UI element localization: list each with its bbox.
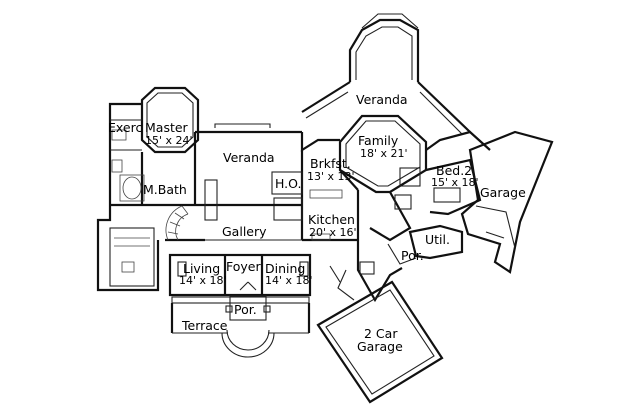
right-wing-walls bbox=[369, 130, 554, 274]
room-label-foyer: Foyer bbox=[226, 259, 261, 274]
room-label-gallery: Gallery bbox=[222, 224, 267, 239]
room-size-bed2: 15' x 18' bbox=[431, 176, 479, 189]
room-label-bed2: Bed.2 bbox=[436, 163, 472, 178]
master-wing-walls bbox=[96, 86, 218, 292]
room-label-por-front: Por. bbox=[234, 302, 257, 317]
room-label-garage-2car-line1: 2 Car bbox=[364, 326, 398, 341]
room-size-brkfst: 13' x 13' bbox=[307, 170, 355, 183]
room-size-kitchen: 20' x 16' bbox=[309, 226, 357, 239]
room-size-family: 18' x 21' bbox=[360, 147, 408, 160]
room-label-terrace: Terrace bbox=[181, 318, 228, 333]
main-house-walls bbox=[165, 123, 360, 297]
room-label-dining: Dining bbox=[265, 261, 305, 276]
room-label-ho: H.O. bbox=[275, 176, 301, 191]
top-veranda-structure bbox=[301, 13, 471, 135]
room-size-living: 14' x 18' bbox=[179, 274, 227, 287]
room-label-por-right: Por. bbox=[401, 248, 424, 263]
room-label-family: Family bbox=[358, 133, 399, 148]
room-label-veranda-left: Veranda bbox=[223, 150, 275, 165]
two-car-garage-structure bbox=[316, 240, 444, 404]
room-label-veranda-top: Veranda bbox=[356, 92, 408, 107]
room-size-master: 15' x 24' bbox=[145, 134, 193, 147]
room-label-brkfst: Brkfst. bbox=[310, 156, 351, 171]
room-size-dining: 14' x 18' bbox=[265, 274, 313, 287]
room-label-exercise: Exerc bbox=[108, 120, 142, 135]
room-label-master: Master bbox=[145, 120, 189, 135]
room-label-garage-right: Garage bbox=[480, 185, 526, 200]
room-label-garage-2car-line2: Garage bbox=[357, 339, 403, 354]
room-label-living: Living bbox=[183, 261, 220, 276]
room-label-util: Util. bbox=[425, 232, 450, 247]
room-label-kitchen: Kitchen bbox=[308, 212, 355, 227]
front-porch-structure bbox=[170, 295, 311, 358]
room-label-mbath: M.Bath bbox=[143, 182, 187, 197]
